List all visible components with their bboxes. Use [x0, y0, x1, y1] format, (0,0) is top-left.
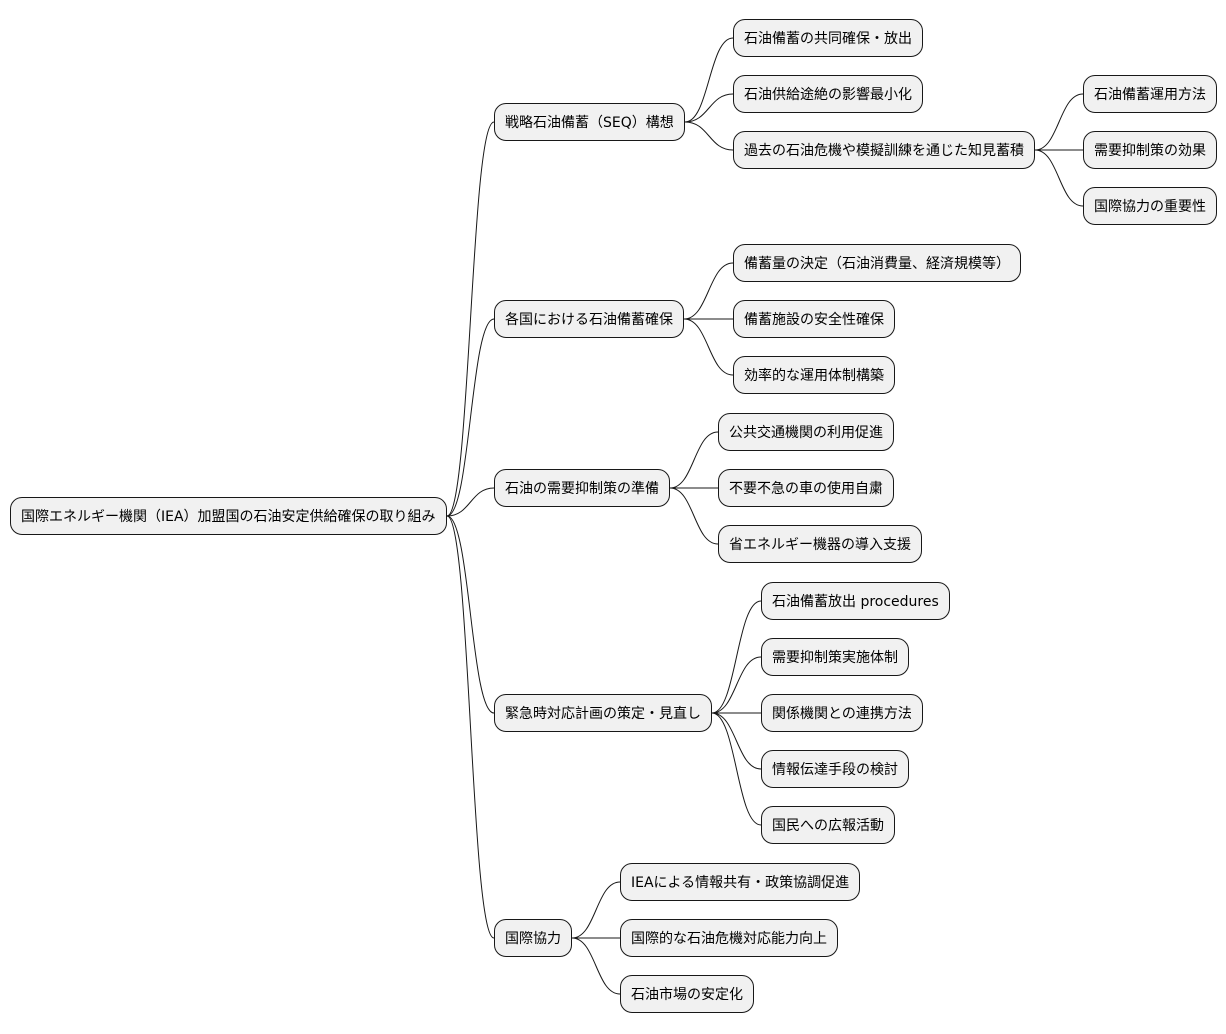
leaf-node: 効率的な運用体制構築	[733, 356, 895, 394]
leaf-node: 省エネルギー機器の導入支援	[718, 525, 922, 563]
branch-node-international-cooperation: 国際協力	[494, 919, 572, 957]
connector-line	[683, 318, 734, 376]
connector-line	[571, 937, 621, 995]
branch-node-strategic-reserve: 戦略石油備蓄（SEQ）構想	[494, 103, 685, 141]
leaf-node: 需要抑制策の効果	[1083, 131, 1217, 169]
leaf-node: 国民への広報活動	[761, 806, 895, 844]
leaf-node: 国際協力の重要性	[1083, 187, 1217, 225]
connector-line	[683, 262, 734, 320]
leaf-node: 情報伝達手段の検討	[761, 750, 909, 788]
connector-line	[446, 515, 495, 939]
sub-branch-node-knowledge: 過去の石油危機や模擬訓練を通じた知見蓄積	[733, 131, 1035, 169]
leaf-node: 石油備蓄運用方法	[1083, 75, 1217, 113]
connector-line	[1034, 149, 1084, 207]
connector-line	[711, 600, 762, 714]
connector-line	[684, 121, 734, 151]
leaf-node: 公共交通機関の利用促進	[718, 413, 894, 451]
leaf-node: 石油備蓄の共同確保・放出	[733, 19, 923, 57]
connector-line	[669, 487, 719, 545]
connector-line	[684, 37, 734, 123]
connector-line	[1034, 93, 1084, 151]
root-node: 国際エネルギー機関（IEA）加盟国の石油安定供給確保の取り組み	[10, 497, 447, 535]
connector-line	[446, 121, 495, 517]
connector-line	[711, 656, 762, 714]
connector-line	[446, 487, 495, 517]
leaf-node: 備蓄量の決定（石油消費量、経済規模等）	[733, 244, 1021, 282]
leaf-node: 石油市場の安定化	[620, 975, 754, 1013]
branch-node-national-reserve: 各国における石油備蓄確保	[494, 300, 684, 338]
connector-line	[446, 318, 495, 517]
connector-line	[669, 431, 719, 489]
connector-line	[571, 881, 621, 939]
connector-line	[711, 712, 762, 770]
leaf-node: 国際的な石油危機対応能力向上	[620, 919, 838, 957]
leaf-node: 関係機関との連携方法	[761, 694, 923, 732]
connector-line	[446, 515, 495, 714]
leaf-node: 石油供給途絶の影響最小化	[733, 75, 923, 113]
leaf-node: IEAによる情報共有・政策協調促進	[620, 863, 861, 901]
branch-node-emergency-plan: 緊急時対応計画の策定・見直し	[494, 694, 712, 732]
leaf-node: 需要抑制策実施体制	[761, 638, 909, 676]
connector-line	[684, 93, 734, 123]
connector-line	[711, 712, 762, 826]
leaf-node: 不要不急の車の使用自粛	[718, 469, 894, 507]
leaf-node: 石油備蓄放出 procedures	[761, 582, 950, 620]
branch-node-demand-restraint: 石油の需要抑制策の準備	[494, 469, 670, 507]
leaf-node: 備蓄施設の安全性確保	[733, 300, 895, 338]
